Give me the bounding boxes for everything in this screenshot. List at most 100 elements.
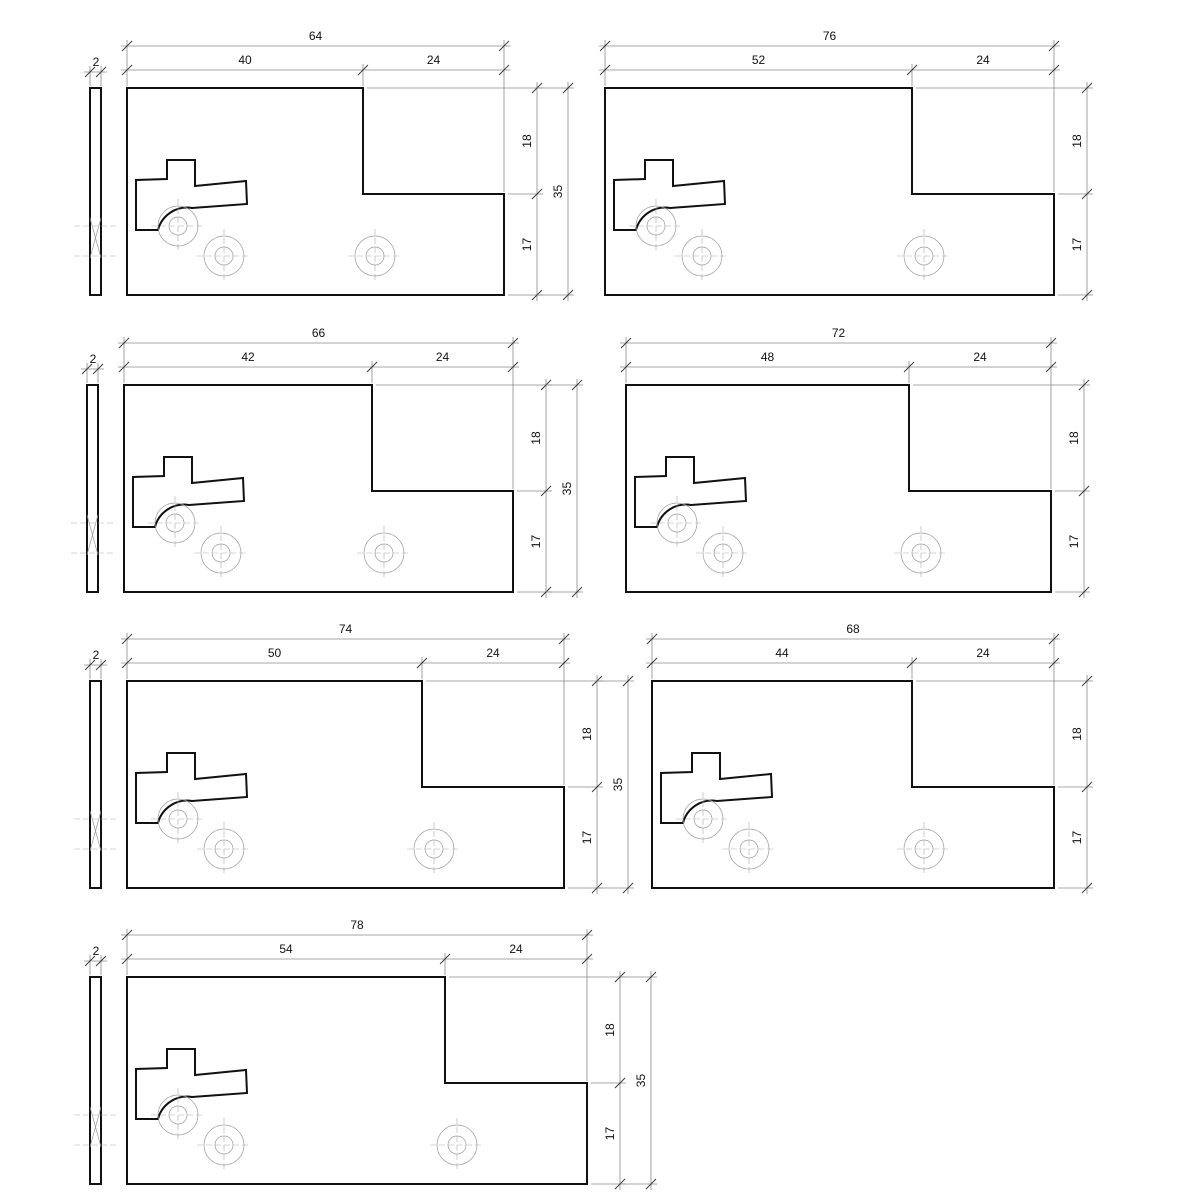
hatch-line <box>89 217 102 259</box>
dimension-tick <box>416 657 428 669</box>
dimension-tick <box>95 659 107 671</box>
thickness-dimension-label: 2 <box>93 55 100 69</box>
plate-side-view <box>86 384 99 593</box>
total-length-label: 74 <box>339 622 353 636</box>
total-height-label: 35 <box>560 482 574 496</box>
hook-cutout <box>613 159 727 231</box>
dimension-tick <box>121 657 133 669</box>
dimension-tick <box>558 633 570 645</box>
hook-cutout <box>135 752 249 824</box>
left-length-label: 52 <box>752 53 766 67</box>
dimension-tick <box>614 1077 626 1089</box>
right-length-label: 24 <box>436 350 450 364</box>
thickness-dimension-label: 2 <box>93 648 100 662</box>
dimension-tick <box>121 953 133 965</box>
dimension-tick <box>1081 289 1093 301</box>
dimension-tick <box>531 188 543 200</box>
lower-height-label: 17 <box>520 238 534 252</box>
dimension-tick <box>562 289 574 301</box>
right-length-label: 24 <box>427 53 441 67</box>
dimension-tick <box>620 337 632 349</box>
total-length-label: 66 <box>312 326 326 340</box>
hatch-line <box>89 810 102 852</box>
dimension-tick <box>121 64 133 76</box>
left-length-label: 50 <box>268 646 282 660</box>
left-length-label: 40 <box>238 53 252 67</box>
total-length-label: 76 <box>823 29 837 43</box>
dimension-tick <box>1048 40 1060 52</box>
dimension-tick <box>1048 633 1060 645</box>
upper-height-label: 18 <box>520 134 534 148</box>
dimension-tick <box>540 485 552 497</box>
dimension-tick <box>498 64 510 76</box>
hook-cutout <box>660 752 774 824</box>
left-length-label: 44 <box>775 646 789 660</box>
dimension-tick <box>1081 188 1093 200</box>
dimension-tick <box>1048 64 1060 76</box>
dimension-tick <box>645 971 657 983</box>
dimension-tick <box>646 657 658 669</box>
lower-height-label: 17 <box>1070 831 1084 845</box>
plate-outline <box>126 680 565 889</box>
total-length-label: 78 <box>350 918 364 932</box>
dimension-tick <box>439 953 451 965</box>
hatch-line <box>89 1106 102 1148</box>
dimension-tick <box>622 882 634 894</box>
dimension-tick <box>121 929 133 941</box>
right-length-label: 24 <box>976 646 990 660</box>
lower-height-label: 17 <box>580 831 594 845</box>
dimension-tick <box>906 64 918 76</box>
dimension-tick <box>1048 657 1060 669</box>
dimension-tick <box>591 781 603 793</box>
dimension-tick <box>1078 379 1090 391</box>
plate-outline <box>123 384 514 593</box>
dimension-tick <box>1081 675 1093 687</box>
upper-height-label: 18 <box>1070 134 1084 148</box>
dimension-tick <box>903 361 915 373</box>
dimension-tick <box>1081 82 1093 94</box>
dimension-tick <box>498 40 510 52</box>
hook-cutout <box>135 1048 249 1120</box>
dimension-tick <box>599 64 611 76</box>
dimension-tick <box>906 657 918 669</box>
plate-side-view <box>89 680 102 889</box>
dimension-tick <box>507 337 519 349</box>
upper-height-label: 18 <box>1070 727 1084 741</box>
dimension-tick <box>81 363 93 375</box>
dimension-tick <box>84 955 96 967</box>
left-length-label: 54 <box>279 942 293 956</box>
dimension-tick <box>1045 361 1057 373</box>
dimension-tick <box>571 586 583 598</box>
dimension-tick <box>357 64 369 76</box>
plate-outline <box>604 87 1055 296</box>
upper-height-label: 18 <box>603 1023 617 1037</box>
hook-cutout <box>634 456 748 528</box>
dimension-tick <box>1081 781 1093 793</box>
dimension-tick <box>646 633 658 645</box>
lower-height-label: 17 <box>1067 535 1081 549</box>
total-height-label: 35 <box>634 1074 648 1088</box>
upper-height-label: 18 <box>529 431 543 445</box>
dimension-tick <box>645 1178 657 1190</box>
dimension-tick <box>581 953 593 965</box>
lower-height-label: 17 <box>603 1127 617 1141</box>
right-length-label: 24 <box>486 646 500 660</box>
dimension-tick <box>599 40 611 52</box>
plate-outline <box>126 87 505 296</box>
right-length-label: 24 <box>509 942 523 956</box>
total-length-label: 64 <box>309 29 323 43</box>
dimension-tick <box>84 66 96 78</box>
dimension-tick <box>507 361 519 373</box>
plate-outline <box>126 976 588 1185</box>
dimension-tick <box>558 657 570 669</box>
upper-height-label: 18 <box>580 727 594 741</box>
dimension-tick <box>1045 337 1057 349</box>
left-length-label: 42 <box>241 350 255 364</box>
lower-height-label: 17 <box>1070 238 1084 252</box>
dimension-tick <box>1081 882 1093 894</box>
